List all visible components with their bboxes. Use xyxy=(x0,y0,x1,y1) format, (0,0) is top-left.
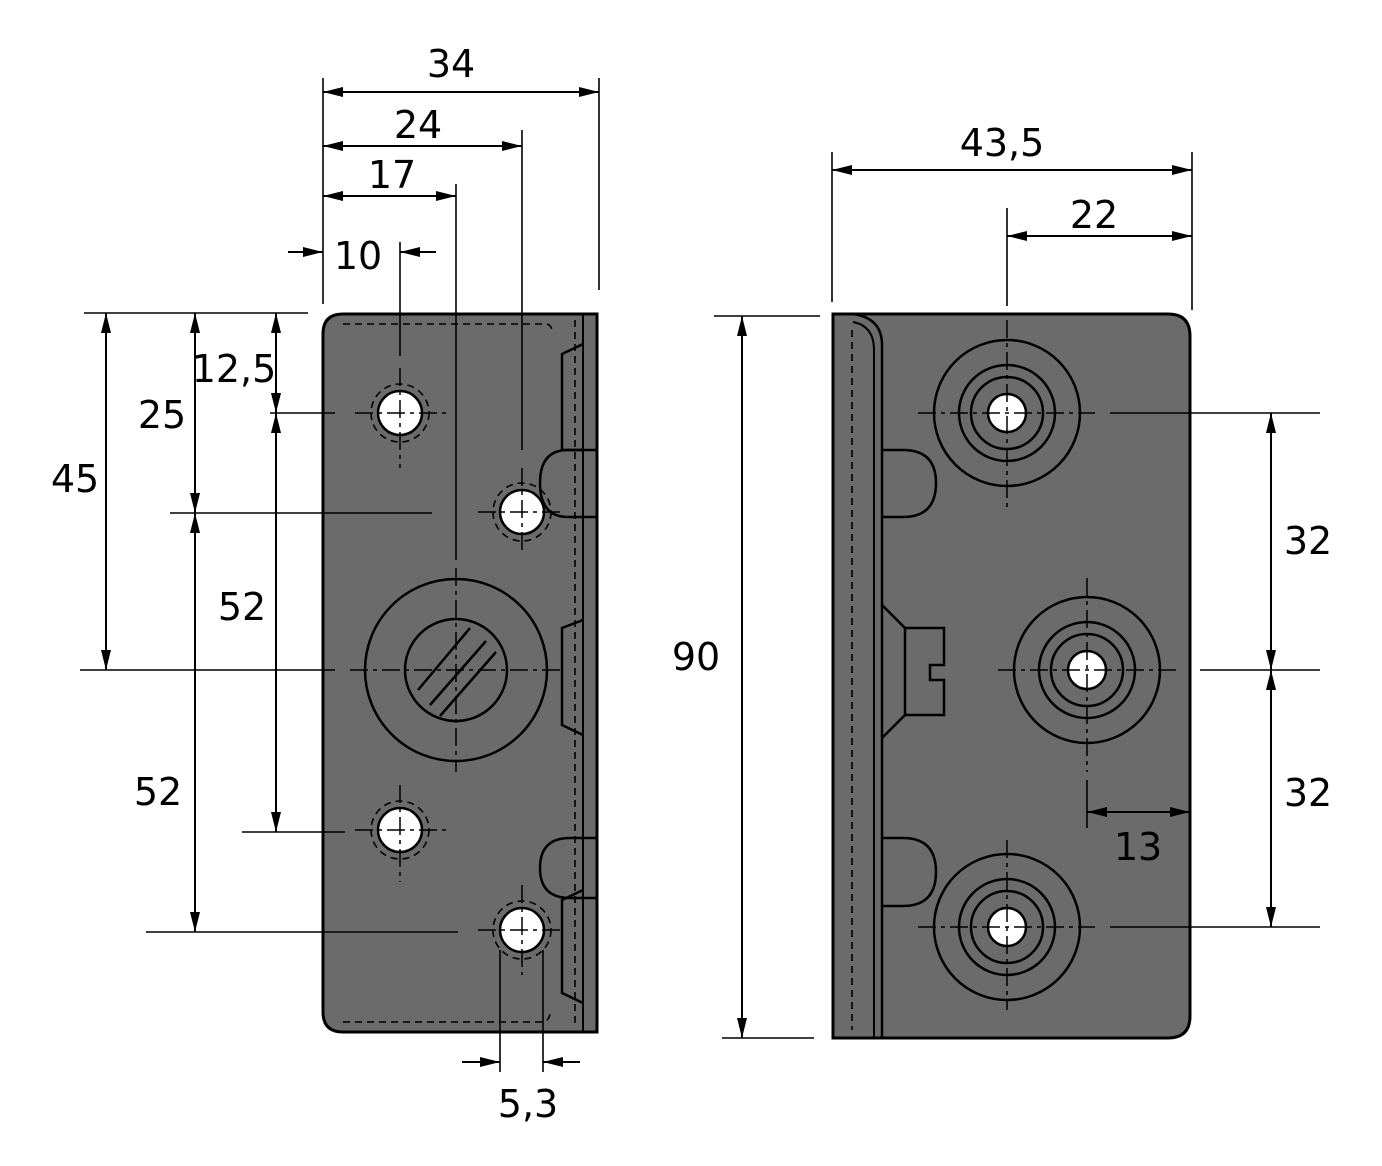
dim-width-43-5: 43,5 xyxy=(960,121,1045,165)
left-dimensions: 34 24 17 10 45 25 12,5 52 52 5,3 xyxy=(51,42,600,1126)
dim-width-24: 24 xyxy=(394,103,442,147)
dim-height-90: 90 xyxy=(672,635,720,679)
dim-height-45: 45 xyxy=(51,457,99,501)
dim-width-10: 10 xyxy=(334,234,382,278)
dim-width-34: 34 xyxy=(427,42,475,86)
right-view-body xyxy=(831,312,1192,1040)
left-view xyxy=(321,312,599,1034)
left-hole-top xyxy=(355,368,446,468)
left-hole-bottom xyxy=(478,885,565,975)
right-view xyxy=(831,312,1192,1040)
dim-height-52-outer: 52 xyxy=(134,770,182,814)
dim-offset-13: 13 xyxy=(1114,825,1162,869)
left-hole-lower xyxy=(355,785,446,882)
right-boss-bottom xyxy=(918,840,1095,1010)
dim-height-12-5: 12,5 xyxy=(192,347,277,391)
right-boss-middle xyxy=(998,578,1178,772)
dim-width-22: 22 xyxy=(1070,193,1118,237)
dim-pitch-32-lower: 32 xyxy=(1284,771,1332,815)
dim-hole-5-3: 5,3 xyxy=(498,1082,558,1126)
dim-height-52-inner: 52 xyxy=(218,585,266,629)
dim-width-17: 17 xyxy=(368,153,416,197)
left-hole-upper-right xyxy=(478,468,565,555)
right-dimensions: 43,5 22 90 32 32 13 xyxy=(672,121,1332,1039)
right-boss-top xyxy=(918,320,1095,510)
dim-pitch-32-upper: 32 xyxy=(1284,519,1332,563)
cam-lock xyxy=(350,568,560,772)
dim-height-25: 25 xyxy=(138,393,186,437)
